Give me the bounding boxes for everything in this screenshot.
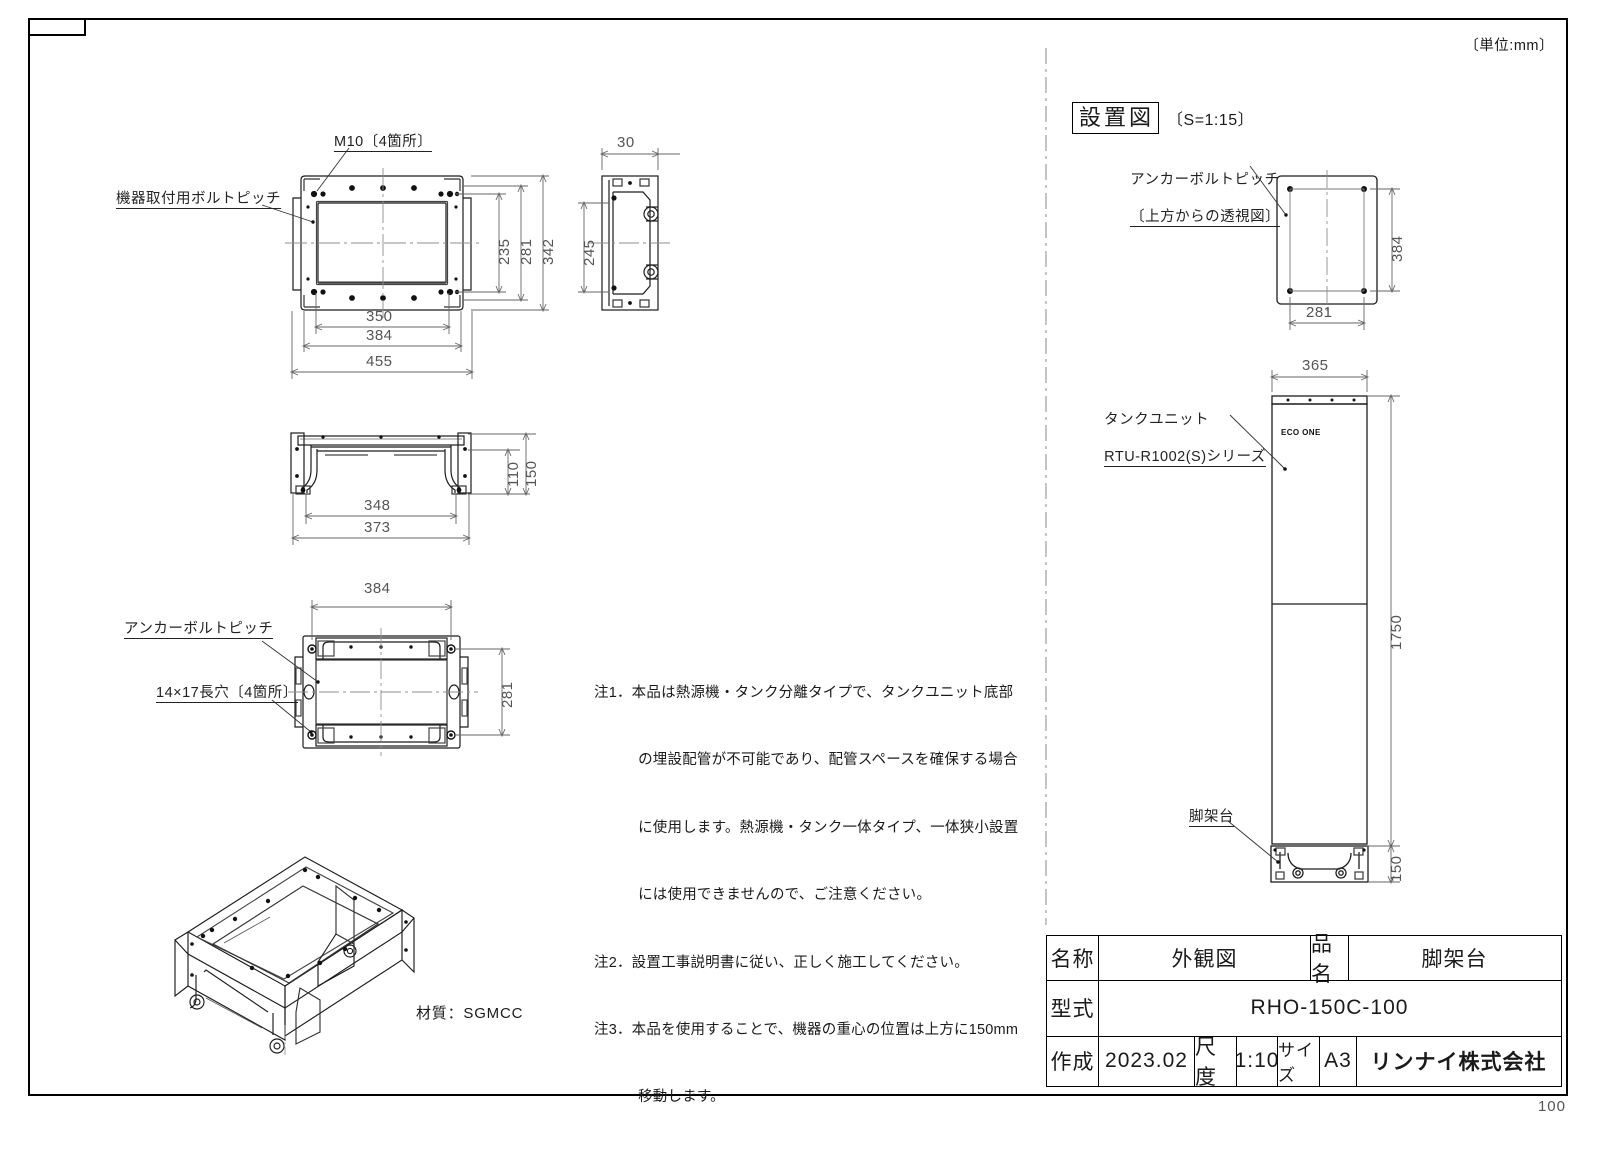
note-line: の埋設配管が不可能であり、配管スペースを確保する場合 [594,752,1018,769]
note-line: 注3．本品を使用することで、機器の重心の位置は上方に150mm [594,1021,1019,1038]
label-m10: M10〔4箇所〕 [334,134,433,152]
dim-150-front: 150 [523,460,540,487]
tb-company: リンナイ株式会社 [1370,1051,1547,1074]
anchor-label-line1: アンカーボルトピッチ [1130,172,1280,188]
install-elevation-geometry [1270,395,1369,883]
dim-348: 348 [364,497,391,514]
title-block: 名称 外観図 品名 脚架台 型式 RHO-150C-100 作成 2023.02… [1046,933,1562,1089]
dim-elev-150: 150 [1388,855,1405,882]
material-note: 材質：SGMCC [416,1005,524,1022]
bottom-view-dimensions [309,600,510,738]
dim-245: 245 [581,239,598,266]
tb-date-label: 作成 [1047,1036,1099,1086]
note-line: に使用します。熱源機・タンク一体タイプ、一体狭小設置 [594,819,1019,836]
label-anchor-bolt-pitch-bottom: アンカーボルトピッチ [124,621,274,639]
tb-part-label: 品名 [1311,933,1349,986]
tb-model-label: 型式 [1047,980,1099,1036]
anchor-label-line2: 〔上方からの透視図〕 [1130,209,1281,227]
installation-section-heading: 設置図〔S=1:15〕 [1072,100,1255,134]
dim-110: 110 [505,461,522,487]
tank-label-line2: RTU-R1002(S)シリーズ [1104,449,1266,467]
tb-size-value: A3 [1320,1036,1357,1086]
front-view-dimensions [290,431,536,545]
label-tank-unit: タンクユニット RTU-R1002(S)シリーズ [1086,392,1266,482]
dim-281-bottom: 281 [499,681,516,708]
dim-plan-281: 281 [1306,304,1333,321]
tb-scale-value: 1:10 [1235,1036,1278,1086]
dim-384-top: 384 [366,327,393,344]
dim-281-top: 281 [518,238,535,265]
dim-455: 455 [366,353,393,370]
page-number: 100 [1537,1098,1566,1115]
tank-label-line1: タンクユニット [1104,412,1210,428]
side-view-dimensions [578,148,680,295]
note-line: 注2．設置工事説明書に従い、正しく施工してください。 [594,954,969,971]
tb-scale-label: 尺度 [1195,1036,1237,1089]
tb-date-value: 2023.02 [1099,1036,1195,1086]
installation-title: 設置図 [1072,102,1160,134]
dim-elev-365: 365 [1302,357,1329,374]
tb-part-value: 脚架台 [1421,948,1488,971]
sheet-corner-notch [28,18,86,36]
top-view-bolt-holes [306,185,460,301]
notes-block: 注1．本品は熱源機・タンク分離タイプで、タンクユニット底部 の埋設配管が不可能で… [594,637,1018,1154]
sheet-border [28,18,1568,1096]
label-anchor-bolt-pitch-plan: アンカーボルトピッチ 〔上方からの透視図〕 [1112,152,1281,242]
dim-350: 350 [366,308,393,325]
tb-name-value: 外観図 [1099,936,1311,980]
install-plan-dimensions [1287,186,1400,330]
tb-size-label: サイズ [1278,1036,1320,1086]
tb-name-label: 名称 [1047,936,1099,980]
unit-note: 〔単位:mm〕 [1464,38,1554,54]
bottom-view-leaders [261,640,319,733]
label-equipment-bolt-pitch: 機器取付用ボルトピッチ [116,191,281,209]
label-slot-hole: 14×17長穴〔4箇所〕 [156,685,298,703]
note-line: 移動します。 [594,1089,725,1106]
eco-one-logo: ECO ONE [1281,428,1321,437]
dim-plan-384: 384 [1389,235,1406,262]
top-view-dimensions [289,173,549,379]
top-view-leaders [261,147,350,223]
front-view-geometry [290,432,472,495]
note-line: 注1．本品は熱源機・タンク分離タイプで、タンクユニット底部 [594,684,1014,701]
dim-373: 373 [364,519,391,536]
dim-342: 342 [540,238,557,265]
installation-scale: 〔S=1:15〕 [1167,112,1255,129]
dim-elev-1750: 1750 [1388,614,1405,650]
isometric-view-geometry [174,856,415,1054]
install-elevation-dimensions [1269,370,1400,885]
note-line: には使用できませんので、ご注意ください。 [594,887,932,904]
dim-235: 235 [496,238,513,265]
dim-384-bottom: 384 [364,580,391,597]
dim-30: 30 [617,134,635,151]
label-stand: 脚架台 [1189,809,1234,827]
tb-model-value: RHO-150C-100 [1250,996,1409,1019]
